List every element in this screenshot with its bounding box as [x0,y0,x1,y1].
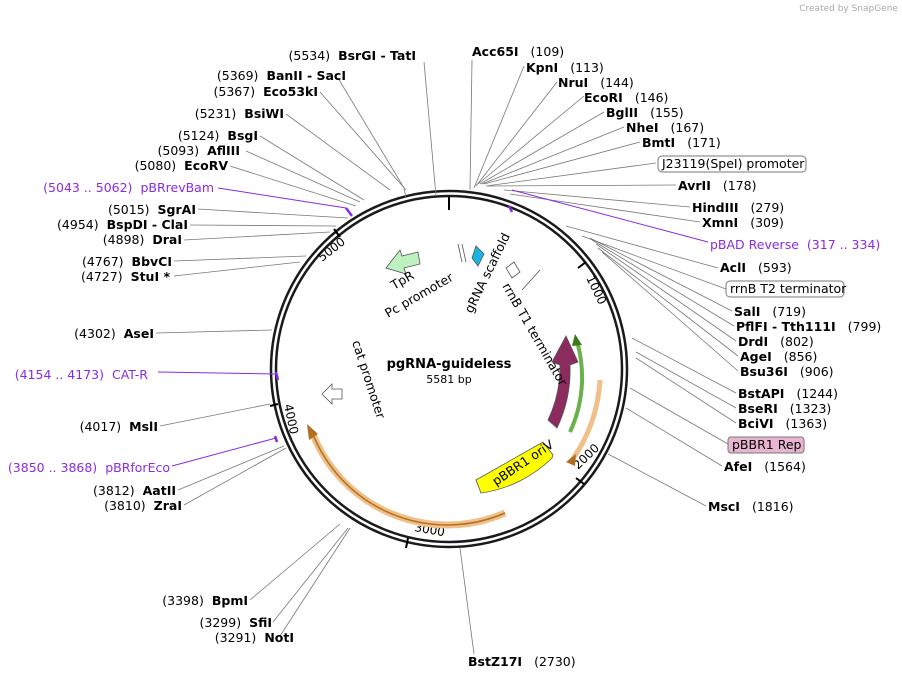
tick-1000: 1000 [583,273,609,307]
enzyme-aatii: (3812)AatII [93,483,176,498]
cat-promoter-label: cat promoter [349,338,389,421]
enzyme-sali: SalI(719) [734,304,806,319]
enzyme-sfii: (3299)SfiI [200,615,273,630]
enzyme-msli: (4017)MslI [80,419,158,434]
tpr-arrow [385,249,421,275]
enzyme-bmti: BmtI(171) [642,135,721,150]
primer-catr: (4154 .. 4173)CAT-R [15,367,149,382]
orange-arc-right [569,379,603,462]
enzyme-banii: (5369)BanII - SacI [217,68,346,83]
enzyme-nrui: NruI(144) [558,75,634,90]
grna-hatch [457,243,467,263]
enzyme-bstapi: BstAPI(1244) [738,386,838,401]
rrnb-t1-label: rrnB T1 terminator [499,280,571,389]
enzyme-bseri: BseRI(1323) [738,401,831,416]
enzyme-msci: MscI(1816) [708,499,794,514]
enzyme-bpmi: (3398)BpmI [162,593,248,608]
primer-mark-pbrforeco [273,435,279,443]
leader-lines [155,59,739,655]
primer-pbrforeco: (3850 .. 3868)pBRforEco [8,460,170,475]
primer-mark-catr [274,371,280,381]
enzyme-agei: AgeI(856) [740,349,817,364]
enzyme-kpni: KpnI(113) [526,60,604,75]
tick-5000: 5000 [315,235,348,265]
primer-pbadreverse: pBAD Reverse(317 .. 334) [710,237,880,252]
grna-arrow [471,245,485,267]
enzyme-drdi: DrdI(802) [738,334,814,349]
enzyme-bsrgi: (5534)BsrGI - TatI [289,48,417,63]
enzyme-hindiii: HindIII(279) [692,200,784,215]
enzyme-zrai: (3810)ZraI [104,498,182,513]
enzyme-ecori: EcoRI(146) [584,90,668,105]
enzyme-afliii: (5093)AflIII [158,143,240,158]
plasmid-length: 5581 bp [426,373,471,386]
backbone-inner [274,194,624,544]
enzyme-afei: AfeI(1564) [724,459,806,474]
feature-box-rrnb-t2 [725,280,845,298]
enzyme-asei: (4302)AseI [74,326,154,341]
feature-pbbr1-rep-label: pBBR1 Rep [732,437,802,452]
enzyme-sgrai: (5015)SgrAI [108,202,196,217]
cat-promoter-arrow [321,383,343,405]
feature-j23119-label: J23119(SpeI) promoter [661,156,805,171]
cmr-arrowhead [307,424,318,440]
rep-arrow [547,335,579,429]
feature-box-pbbr1-rep [727,436,805,454]
enzyme-acli: AclI(593) [720,260,792,275]
enzyme-stui: (4727)StuI * [81,269,170,284]
enzyme-drai: (4898)DraI [103,232,182,247]
rrnb-t1-arrow [505,261,521,279]
enzyme-pflfi: PflFI - Tth111I(799) [736,319,881,334]
feature-box-j23119 [657,155,807,173]
plasmid-name: pgRNA-guideless [387,357,512,372]
enzyme-ecorv: (5080)EcoRV [135,158,229,173]
enzyme-eco53ki: (5367)Eco53kI [214,84,318,99]
enzyme-bsgi: (5124)BsgI [178,128,258,143]
credit-text: Created by SnapGene [799,4,898,14]
grna-scaffold-label: gRNA scaffold [461,230,513,315]
primer-mark-pbadreverse [507,205,514,213]
enzyme-bstz17i: BstZ17I(2730) [468,654,576,669]
enzyme-clai: (4954)BspDI - ClaI [57,217,188,232]
backbone-outer [269,189,629,549]
tick-4000: 4000 [281,403,301,436]
primer-pbrrevbam: (5043 .. 5062)pBRrevBam [43,180,214,195]
enzyme-acc65i: Acc65I(109) [472,44,564,59]
enzyme-avrii: AvrII(178) [678,178,756,193]
enzyme-xmni: XmnI(309) [702,215,784,230]
enzyme-noti: (3291)NotI [215,630,294,645]
terminator-arc [568,344,585,433]
enzyme-nhei: NheI(167) [626,120,704,135]
enzyme-bbvci: (4767)BbvCI [82,254,172,269]
enzyme-bglii: BglII(155) [606,105,684,120]
enzyme-bsu36i: Bsu36I(906) [740,364,834,379]
enzyme-bcivi: BciVI(1363) [738,416,827,431]
oriv-feature [475,441,554,494]
primer-mark-pbrrevbam [345,207,353,217]
enzyme-bsiwi: (5231)BsiWI [195,106,284,121]
feature-rrnb-t2-label: rrnB T2 terminator [730,281,847,296]
